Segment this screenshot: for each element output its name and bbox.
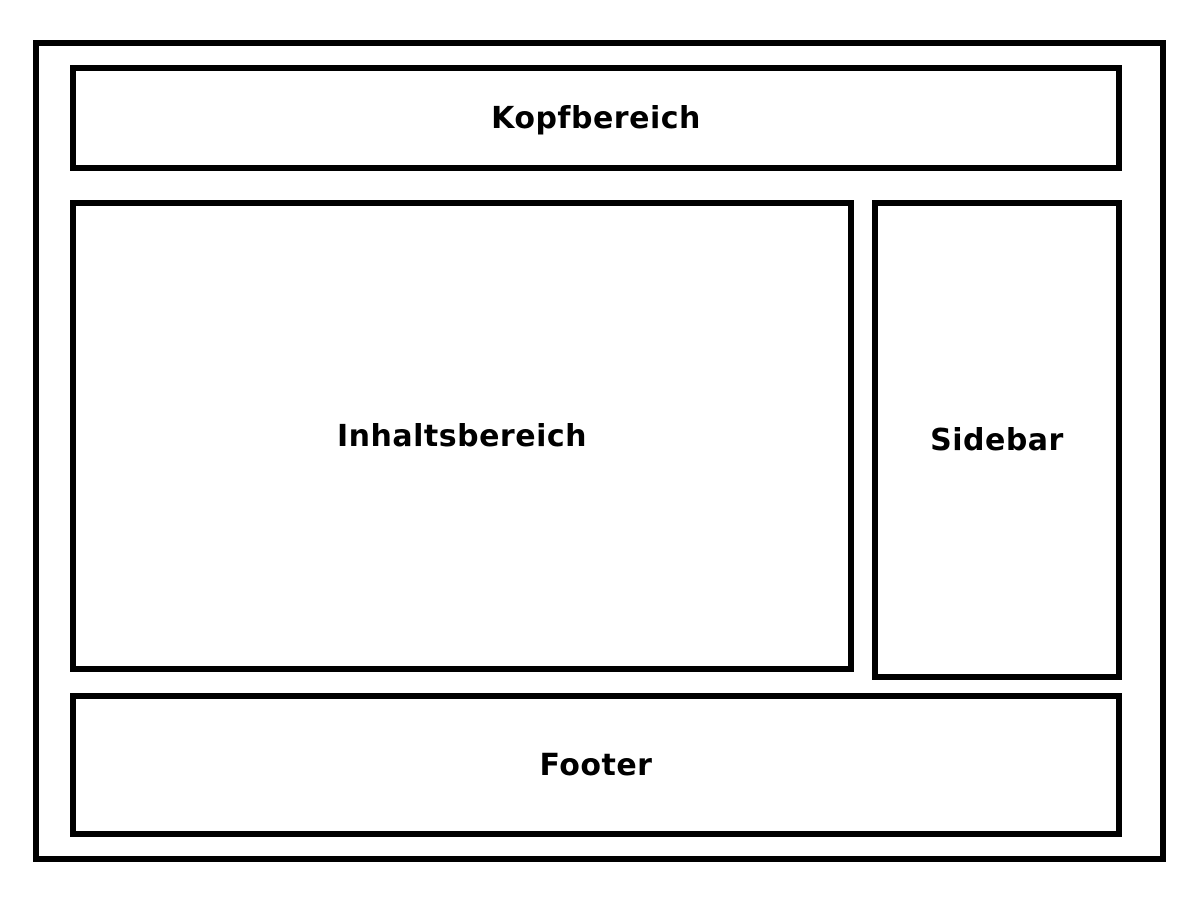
footer-region-label: Footer [539,747,653,783]
footer-region: Footer [70,693,1122,837]
content-region: Inhaltsbereich [70,200,854,672]
content-region-label: Inhaltsbereich [337,418,587,454]
header-region: Kopfbereich [70,65,1122,171]
outer-page-frame [33,40,1166,862]
sidebar-region-label: Sidebar [930,422,1064,458]
sidebar-region: Sidebar [872,200,1122,680]
header-region-label: Kopfbereich [491,100,701,136]
